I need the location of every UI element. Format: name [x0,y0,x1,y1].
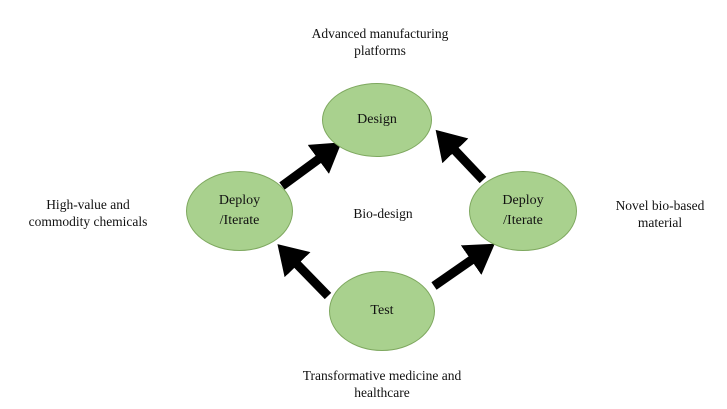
caption-bottom-line2: healthcare [354,385,410,400]
deploy-iterate-right-label-line2: /Iterate [503,213,543,228]
caption-left-line1: High-value and [46,197,130,212]
caption-bottom: Transformative medicine and healthcare [272,367,492,401]
arrow-right-to-design [435,129,487,184]
design-node: Design [322,83,432,157]
caption-top: Advanced manufacturing platforms [280,25,480,59]
deploy-iterate-left-label-line2: /Iterate [219,213,260,228]
caption-right: Novel bio-based material [600,197,720,231]
arrow-test-to-right [431,243,495,290]
deploy-iterate-right-label-line1: Deploy [502,193,544,208]
caption-bottom-line1: Transformative medicine and [302,368,462,383]
deploy-iterate-right-node: Deploy /Iterate [469,171,577,251]
center-label: Bio-design [353,206,413,221]
caption-left: High-value and commodity chemicals [8,196,168,230]
test-node-label: Test [370,303,394,318]
arrow-test-to-left [277,244,332,300]
caption-top-line2: platforms [354,43,406,58]
caption-left-line2: commodity chemicals [28,214,148,229]
caption-right-line2: material [637,215,683,230]
deploy-iterate-left-node: Deploy /Iterate [186,171,293,251]
test-node: Test [329,271,435,351]
arrow-left-to-design [279,142,342,190]
caption-top-line1: Advanced manufacturing [311,26,449,41]
design-node-label: Design [357,112,397,127]
deploy-iterate-left-label-line1: Deploy [218,193,261,208]
caption-right-line1: Novel bio-based [615,198,705,213]
